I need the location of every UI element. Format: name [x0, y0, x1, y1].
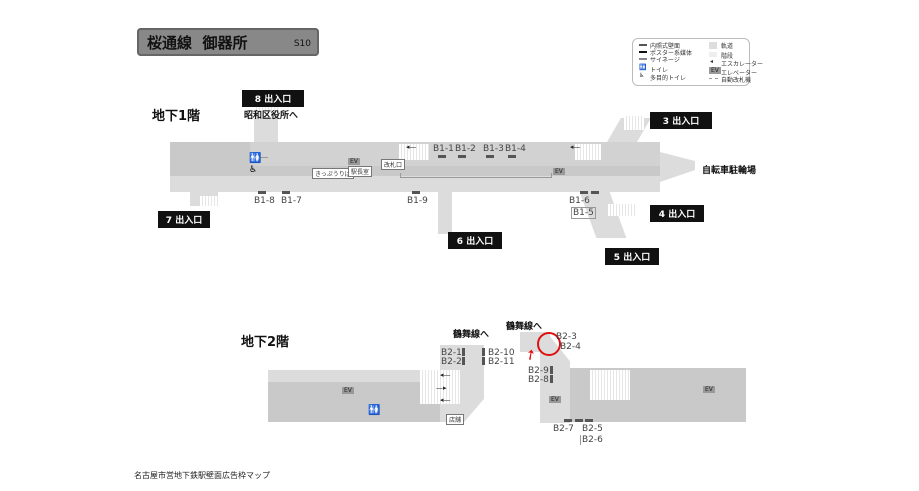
ticket-gate-label: 改札口: [381, 159, 406, 170]
ad-label: B1-8: [254, 196, 275, 206]
elevator-icon: EV: [348, 158, 360, 165]
floor-title-b1: 地下1階: [152, 109, 201, 124]
accessible-icon: ♿: [249, 165, 258, 175]
accessible-icon: ♿: [639, 72, 645, 79]
exit-7: 7 出入口: [158, 211, 210, 228]
elevator-icon: EV: [553, 168, 565, 175]
escalator-icon: —▸: [436, 384, 447, 392]
tsurumai-line-note: 鶴舞線へ: [506, 322, 543, 332]
ad-label: B2-6: [580, 435, 603, 445]
legend-item: 内照式壁面: [650, 43, 681, 50]
legend-item: エレベーター: [721, 70, 758, 77]
exit-6: 6 出入口: [448, 232, 502, 249]
ad-label: B1-4: [505, 144, 526, 154]
ad-label: B1-6: [569, 196, 590, 206]
station-name: 桜通線 御器所: [147, 34, 248, 52]
escalator-icon: ◂—: [570, 143, 581, 151]
escalator-icon: ◂—: [440, 396, 451, 404]
toilet-icon: 🚻: [639, 64, 647, 71]
exit-4: 4 出入口: [650, 205, 704, 222]
elevator-icon: EV: [549, 396, 561, 403]
ad-label: B2-3: [556, 332, 577, 342]
legend-item: エスカレーター: [721, 61, 764, 68]
ad-label: B2-1: [441, 348, 462, 358]
exit-3: 3 出入口: [650, 112, 712, 129]
elevator-icon: EV: [709, 67, 721, 74]
elevator-icon: EV: [342, 387, 354, 394]
ad-label: B2-2: [441, 357, 462, 367]
ad-label: B1-2: [455, 144, 476, 154]
escalator-icon: ◂: [710, 58, 714, 65]
legend-item: 自動改札機: [721, 77, 752, 84]
legend: 内照式壁面 ポスター系媒体 サイネージ 🚻トイレ ♿ 多目的トイレ 軌道 階段 ◂…: [632, 38, 763, 86]
legend-item: ポスター系媒体: [650, 50, 693, 57]
station-header: 桜通線 御器所 S10: [137, 28, 319, 56]
toilet-icon: 🚻: [368, 405, 381, 416]
legend-item: 多目的トイレ: [650, 75, 687, 82]
toilet-icon: 🚻: [249, 153, 262, 164]
ad-label: B1-7: [281, 196, 302, 206]
ward-office-note: 昭和区役所へ: [244, 111, 299, 121]
exit-8: 8 出入口: [242, 90, 304, 107]
escalator-icon: ◂—: [440, 371, 451, 379]
ad-label: B1-3: [483, 144, 504, 154]
ad-label: B2-8: [528, 375, 549, 385]
highlight-circle: [537, 332, 561, 356]
ad-label: B2-9: [528, 366, 549, 376]
station-office-label: 駅長室: [348, 166, 373, 177]
ad-label: B2-7: [553, 424, 574, 434]
legend-item: 階段: [721, 53, 734, 60]
track-edge: [250, 157, 268, 159]
floor-title-b2: 地下2階: [241, 335, 290, 350]
ad-label: B1-5: [571, 207, 596, 219]
shop-label: 店舗: [446, 414, 465, 425]
ad-label: B2-11: [488, 357, 515, 367]
legend-item: サイネージ: [650, 57, 680, 64]
legend-item: トイレ: [650, 67, 669, 74]
b2-platform-east: [548, 368, 746, 422]
footer-caption: 名古屋市営地下鉄駅壁面広告枠マップ: [134, 471, 270, 480]
ad-label: B2-10: [488, 348, 515, 358]
legend-item: 軌道: [721, 43, 734, 50]
bicycle-parking-note: 自転車駐輪場: [702, 166, 757, 176]
escalator-icon: ◂—: [406, 143, 417, 151]
ad-label: B2-5: [582, 424, 603, 434]
exit-5: 5 出入口: [605, 248, 659, 265]
elevator-icon: EV: [703, 386, 715, 393]
ad-label: B1-1: [433, 144, 454, 154]
ad-label: B1-9: [407, 196, 428, 206]
station-code: S10: [293, 39, 311, 49]
tsurumai-line-note: 鶴舞線へ: [453, 330, 490, 340]
ad-label: B2-4: [560, 342, 581, 352]
